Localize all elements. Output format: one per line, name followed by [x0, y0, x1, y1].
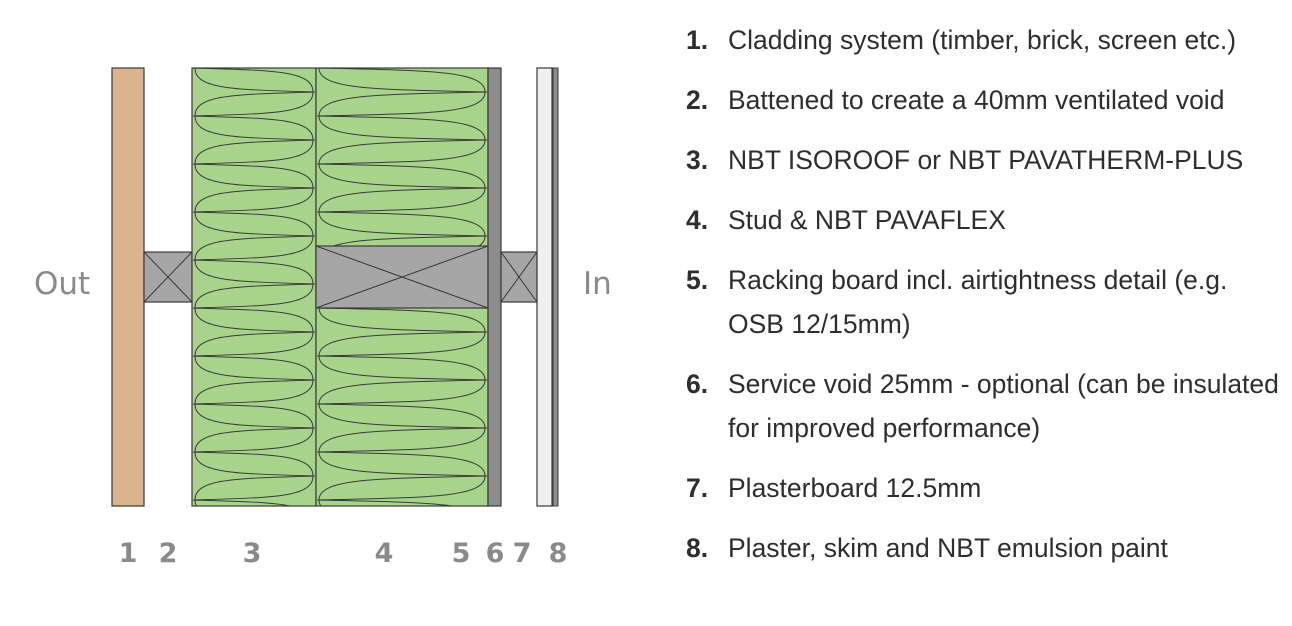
plaster-skim-layer	[552, 67, 559, 507]
legend-text: Stud & NBT PAVAFLEX	[728, 205, 1006, 235]
layer-number: 4	[375, 538, 394, 569]
cladding-layer	[111, 67, 145, 507]
legend-item: 6. Service void 25mm - optional (can be …	[686, 362, 1286, 450]
legend-number: 5.	[686, 265, 709, 295]
layer-number: 7	[513, 538, 532, 569]
racking-board-layer	[487, 67, 502, 507]
in-label: In	[583, 266, 612, 302]
legend-number: 3.	[686, 145, 709, 175]
legend-text: Service void 25mm - optional (can be ins…	[728, 369, 1279, 443]
layer-number: 1	[119, 538, 138, 569]
legend-item: 4. Stud & NBT PAVAFLEX	[686, 198, 1286, 242]
layer-number: 2	[159, 538, 178, 569]
legend-number: 6.	[686, 369, 709, 399]
legend-text: NBT ISOROOF or NBT PAVATHERM-PLUS	[728, 145, 1244, 175]
legend-number: 4.	[686, 205, 709, 235]
plasterboard-layer	[536, 67, 553, 507]
layer-number: 5	[452, 538, 471, 569]
legend-text: Plasterboard 12.5mm	[728, 473, 982, 503]
batten-block	[143, 251, 193, 303]
legend-item: 5. Racking board incl. airtightness deta…	[686, 258, 1286, 346]
legend-number: 2.	[686, 85, 709, 115]
wall-section-diagram: Out In 1 2 3 4 5 6 7 8	[34, 67, 612, 569]
legend-item: 7. Plasterboard 12.5mm	[686, 466, 1286, 510]
legend-text: Racking board incl. airtightness detail …	[728, 265, 1228, 339]
legend-number: 8.	[686, 533, 709, 563]
layer-number: 6	[486, 538, 505, 569]
stud-block	[315, 245, 489, 309]
layer-number: 8	[549, 538, 568, 569]
insulation-pattern	[192, 68, 316, 506]
stud-insulation-layer	[315, 67, 489, 507]
legend-text: Battened to create a 40mm ventilated voi…	[728, 85, 1225, 115]
legend-item: 3. NBT ISOROOF or NBT PAVATHERM-PLUS	[686, 138, 1286, 182]
layer-number: 3	[243, 538, 262, 569]
out-label: Out	[34, 266, 90, 302]
legend-item: 2. Battened to create a 40mm ventilated …	[686, 78, 1286, 122]
legend-text: Plaster, skim and NBT emulsion paint	[728, 533, 1168, 563]
legend-item: 1. Cladding system (timber, brick, scree…	[686, 18, 1286, 62]
legend-item: 8. Plaster, skim and NBT emulsion paint	[686, 526, 1286, 570]
legend-number: 1.	[686, 25, 709, 55]
insulation-board-layer	[191, 67, 317, 507]
service-batten-block	[500, 251, 538, 303]
legend-number: 7.	[686, 473, 709, 503]
layer-legend: 1. Cladding system (timber, brick, scree…	[686, 18, 1286, 586]
legend-text: Cladding system (timber, brick, screen e…	[728, 25, 1237, 55]
